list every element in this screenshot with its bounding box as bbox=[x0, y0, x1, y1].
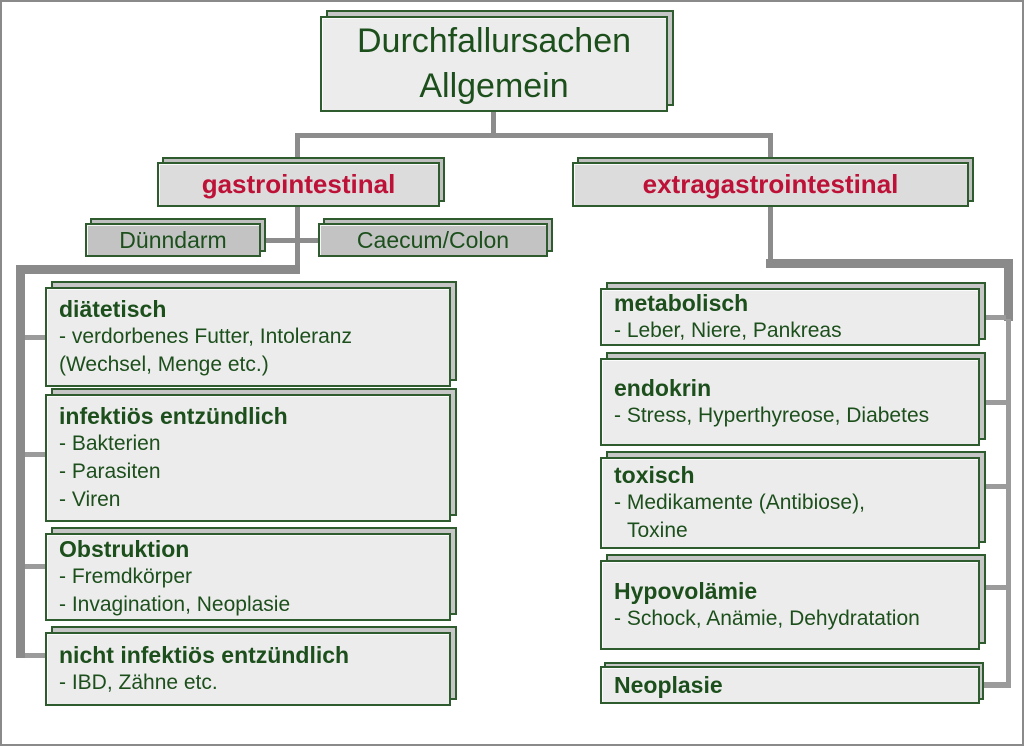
node-nicht-infektioes: nicht infektiös entzündlich - IBD, Zähne… bbox=[45, 632, 451, 706]
node-line: - Fremdkörper bbox=[59, 565, 193, 588]
node-extragastrointestinal: extragastrointestinal bbox=[572, 162, 969, 207]
connector-right-bar bbox=[766, 259, 1013, 268]
connector-right-branch-4 bbox=[980, 682, 1011, 688]
node-header: endokrin bbox=[614, 375, 712, 401]
node-line: - Schock, Anämie, Dehydratation bbox=[614, 607, 920, 630]
node-duenndarm: Dünndarm bbox=[85, 223, 261, 257]
title-line-1: Durchfallursachen bbox=[356, 22, 632, 60]
branch-label-extragastro: extragastrointestinal bbox=[642, 169, 899, 199]
connector-branch-bar bbox=[295, 133, 773, 138]
connector-gastro-drop bbox=[295, 133, 300, 164]
node-line: - Bakterien bbox=[59, 432, 161, 455]
node-line: Toxine bbox=[627, 519, 688, 542]
node-line: - Parasiten bbox=[59, 460, 161, 483]
node-hypovolaemie: Hypovolämie - Schock, Anämie, Dehydratat… bbox=[600, 560, 980, 650]
connector-left-bar bbox=[16, 265, 300, 274]
connector-extra-down bbox=[768, 206, 773, 264]
branch-label-gastro: gastrointestinal bbox=[201, 169, 396, 199]
connector-right-branch-1 bbox=[980, 400, 1006, 405]
node-infektioes-entzuendlich: infektiös entzündlich - Bakterien - Para… bbox=[45, 394, 451, 522]
node-header: nicht infektiös entzündlich bbox=[59, 642, 350, 668]
connector-left-branch-1 bbox=[25, 452, 47, 457]
connector-left-branch-2 bbox=[25, 564, 47, 569]
node-line: - Invagination, Neoplasie bbox=[59, 593, 291, 616]
connector-title-drop bbox=[491, 112, 496, 135]
connector-right-branch-3 bbox=[980, 585, 1006, 590]
node-neoplasie: Neoplasie bbox=[600, 666, 980, 704]
connector-left-branch-3 bbox=[25, 653, 47, 658]
node-toxisch: toxisch - Medikamente (Antibiose), Toxin… bbox=[600, 457, 980, 549]
node-endokrin: endokrin - Stress, Hyperthyreose, Diabet… bbox=[600, 358, 980, 446]
connector-region-link bbox=[257, 238, 321, 243]
node-line: - Stress, Hyperthyreose, Diabetes bbox=[614, 404, 930, 427]
title-line-2: Allgemein bbox=[419, 67, 569, 105]
connector-right-branch-2 bbox=[980, 484, 1006, 489]
connector-right-vert-thick bbox=[1004, 259, 1013, 321]
node-line: (Wechsel, Menge etc.) bbox=[59, 353, 269, 376]
node-line: - Leber, Niere, Pankreas bbox=[614, 319, 842, 342]
node-obstruktion: Obstruktion - Fremdkörper - Invagination… bbox=[45, 533, 451, 621]
connector-right-branch-0 bbox=[980, 315, 1006, 320]
region-label-caecum: Caecum/Colon bbox=[356, 226, 510, 253]
connector-extra-drop bbox=[768, 133, 773, 164]
node-header: Hypovolämie bbox=[614, 578, 758, 604]
node-header: Obstruktion bbox=[59, 536, 190, 562]
node-title: Durchfallursachen Allgemein bbox=[320, 16, 668, 112]
node-diaetetisch: diätetisch - verdorbenes Futter, Intoler… bbox=[45, 287, 451, 387]
node-header: toxisch bbox=[614, 462, 695, 488]
connector-left-branch-0 bbox=[25, 335, 47, 340]
node-line: - IBD, Zähne etc. bbox=[59, 671, 218, 694]
node-caecum-colon: Caecum/Colon bbox=[318, 223, 548, 257]
node-header: Neoplasie bbox=[614, 672, 723, 698]
region-label-duenndarm: Dünndarm bbox=[119, 226, 227, 253]
connector-right-vert bbox=[1006, 319, 1011, 687]
node-metabolisch: metabolisch - Leber, Niere, Pankreas bbox=[600, 288, 980, 346]
connector-left-vert bbox=[16, 265, 25, 658]
node-header: diätetisch bbox=[59, 296, 167, 322]
node-gastrointestinal: gastrointestinal bbox=[157, 162, 440, 207]
node-line: - Viren bbox=[59, 488, 121, 511]
node-line: - verdorbenes Futter, Intoleranz bbox=[59, 325, 352, 348]
node-header: metabolisch bbox=[614, 290, 749, 316]
node-line: - Medikamente (Antibiose), bbox=[614, 491, 865, 514]
node-header: infektiös entzündlich bbox=[59, 403, 288, 429]
